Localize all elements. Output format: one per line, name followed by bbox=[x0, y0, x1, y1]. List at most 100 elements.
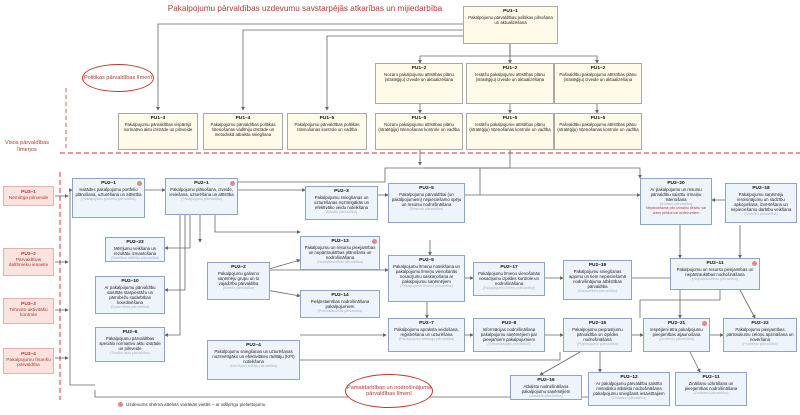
task-id: PU1–5 bbox=[590, 116, 606, 121]
task-note: (Sadarbības pārvaldība) bbox=[110, 305, 150, 309]
task-text: Ar pakalpojumu un resursu pārvaldību sai… bbox=[650, 187, 702, 202]
task-note: (Zināšanu pārvaldība) bbox=[693, 391, 729, 395]
side-tab-id: PU3–4 bbox=[21, 352, 36, 357]
task-id: PU2–2 bbox=[231, 265, 246, 270]
side-tab-pu3-2: PU3–2 Pārvaldības dalībnieku iesaiste bbox=[3, 248, 54, 276]
legend-text: Uzdevums shēmā attēlots vairākās vietās … bbox=[126, 402, 266, 407]
task-note-red: Nepieciešams pēc izmaiņu tiesību vai vid… bbox=[646, 206, 706, 215]
task-id: PU1–5 bbox=[502, 116, 518, 121]
task-pu2-6: PU2–6 Pakalpojumu pārvaldības speciālo n… bbox=[95, 327, 165, 362]
task-id: PU2–6 bbox=[122, 330, 138, 335]
agency-level-label: Pamatdarbības un nodrošinājuma pārvaldīb… bbox=[347, 384, 431, 397]
task-pu2-20: PU2–20 Ar pakalpojumu un resursu pārvald… bbox=[640, 178, 712, 225]
task-text: Iestādes pakalpojumu portfelio plānošana… bbox=[75, 187, 142, 197]
task-pu1-4: PU1–4 Pakalpojumu pārvaldības politikas … bbox=[203, 113, 283, 150]
task-pu2-19: PU2–19 Pakalpojumu sniegšanas apjomu un … bbox=[563, 260, 632, 300]
task-pu2-4: PU2–4 Pakalpojumu sniegšanas un uzturēša… bbox=[207, 340, 300, 380]
task-id: PU1–5 bbox=[319, 116, 335, 121]
task-id: PU2–5 bbox=[419, 186, 434, 191]
side-tab-text: Tehnoto aktivitāšu kontrole bbox=[9, 307, 48, 319]
repeated-task-dot bbox=[752, 261, 757, 266]
task-id: PU1–4 bbox=[235, 116, 251, 121]
task-note: (Nepārtrauktības pārvaldība) bbox=[692, 277, 738, 281]
task-pu2-8: PU2–8 Informācijas nodrošināšana pakalpo… bbox=[473, 318, 545, 352]
legend-dot bbox=[118, 402, 123, 407]
side-tab-pu3-4: PU3–4 Pakalpojumu finanšu pārvaldība bbox=[3, 348, 54, 374]
task-id: PU2–22 bbox=[751, 321, 769, 326]
task-id: PU1–1 bbox=[503, 9, 518, 14]
task-pu1-2-municipality: PU1–2 Pašvaldību pakalpojumu attīstības … bbox=[554, 63, 642, 104]
task-text: Mērījumu veikšana un rezultātu izmantoša… bbox=[113, 246, 157, 256]
task-text: Iespējami ātra pakalpojumu pieejamības a… bbox=[650, 327, 703, 337]
task-id: PU2–20 bbox=[667, 181, 685, 186]
task-text: Pakalpojumu līmeņu vienošanās nosacījumu… bbox=[478, 271, 540, 286]
side-tab-id: PU3–2 bbox=[21, 252, 36, 257]
task-id: PU2–1 bbox=[194, 181, 209, 186]
task-text: Nozaru pakalpojumu attīstības plānu (str… bbox=[378, 122, 460, 132]
task-note: (Kapacitātes pārvaldība) bbox=[578, 289, 617, 293]
task-text: Pakalpojumu un resursu pieejamības un ne… bbox=[304, 245, 376, 260]
side-tab-id: PU3–3 bbox=[21, 302, 36, 307]
task-id: PU2–18 bbox=[752, 186, 770, 191]
task-text: Pakalpojumu pieprasījumu pārvaldība un i… bbox=[572, 327, 623, 342]
task-pu2-3: PU2–3 Pakalpojumu sniegšanas un uzturēša… bbox=[305, 186, 378, 220]
task-text: Atbalsta nodrošināšana pakalpojumu saņēm… bbox=[521, 384, 571, 394]
task-pu2-14: PU2–14 Pieķļūstamības nodrošināšana paka… bbox=[300, 290, 380, 318]
task-pu2-11: PU2–11 Pakalpojumu un resursu pieejamība… bbox=[670, 258, 760, 290]
task-pu1-3: PU1–3 Pakalpojumu pārvaldības vispārējo … bbox=[118, 113, 198, 150]
task-text: Iestāžu pakalpojumu attīstības plānu (st… bbox=[469, 122, 551, 132]
task-text: Pakalpojumu pārvaldības politikas pilnoš… bbox=[468, 15, 553, 25]
repeated-task-dot bbox=[372, 239, 377, 244]
task-text: Pieķļūstamības nodrošināšana pakalpojumi… bbox=[310, 299, 370, 309]
task-note: (Tiesību aktu pārvaldība) bbox=[110, 351, 150, 355]
side-tab-text: Pakalpojumu finanšu pārvaldība bbox=[6, 357, 51, 369]
diagram-title: Pakalpojumu pārvaldības uzdevumu savstar… bbox=[167, 4, 443, 13]
task-id: PU2–17 bbox=[500, 265, 518, 270]
task-note: (Resursu pārvaldība) bbox=[409, 207, 444, 211]
task-id: PU1–3 bbox=[150, 116, 166, 121]
task-pu2-12: PU2–12 Ar pakalpojumu pārvaldību saistīt… bbox=[588, 372, 670, 406]
task-id: PU1–5 bbox=[411, 116, 427, 121]
task-note: (Pakalpojumu līmeņu pārvaldība) bbox=[482, 286, 536, 290]
task-id: PU2–7 bbox=[419, 321, 434, 326]
task-pu1-5-sector: PU1–5 Nozaru pakalpojumu attīstības plān… bbox=[375, 113, 463, 150]
task-text: Iestāžu pakalpojumu attīstības plānu (st… bbox=[475, 72, 545, 82]
task-text: Pakalpojumu un resursu pieejamības un ne… bbox=[676, 267, 754, 277]
task-id: PU2–1 bbox=[101, 181, 116, 186]
task-pu2-22: PU2–22 Pakalpojumu pieejamības pārtrauku… bbox=[723, 318, 797, 352]
task-text: Pakalpojumu pārvaldības vispārējo normat… bbox=[123, 122, 193, 132]
task-id: PU2–11 bbox=[706, 261, 724, 266]
task-note: (Sūdzību pārvaldība) bbox=[744, 212, 778, 216]
task-id: PU2–4 bbox=[246, 343, 261, 348]
task-pu1-5-municipality: PU1–5 Pašvaldību pakalpojumu attīstības … bbox=[554, 113, 642, 150]
task-pu2-9: PU2–9 Pakalpojumu līmeņu noteikšana un p… bbox=[388, 255, 465, 302]
task-note: (Kanālu pārvaldība) bbox=[325, 210, 358, 214]
task-id: PU2–10 bbox=[121, 279, 139, 284]
task-id: PU2–12 bbox=[620, 375, 638, 380]
task-text: Informācijas nodrošināšana pakalpojumu s… bbox=[480, 327, 538, 342]
task-pu2-7: PU2–7 Pakalpojumu apraksta veidošana, re… bbox=[388, 318, 465, 352]
task-pu2-5: PU2–5 Pakalpojumu pārvaldībai (un pakalp… bbox=[388, 183, 465, 223]
task-text: Pakalpojumu sniegšanas apjomu un tiem ne… bbox=[568, 269, 627, 289]
task-pu1-5-policy: PU1–5 Pakalpojumu pārvaldības politikas … bbox=[287, 113, 367, 150]
task-text: Ar pakalpojumu pārvaldību saistītās star… bbox=[104, 285, 156, 305]
task-id: PU2–16 bbox=[537, 378, 555, 383]
legend: Uzdevums shēmā attēlots vairākās vietās … bbox=[118, 402, 265, 407]
task-pu1-5-institution: PU1–5 Iestāžu pakalpojumu attīstības plā… bbox=[466, 113, 554, 150]
task-id: PU2–9 bbox=[419, 258, 434, 263]
task-text: Pakalpojumu pārvaldības politikas īsteno… bbox=[210, 122, 276, 137]
task-note: (Incidentu pārvaldība) bbox=[659, 337, 694, 341]
task-pu1-2-institution: PU1–2 Iestāžu pakalpojumu attīstības plā… bbox=[466, 63, 554, 104]
task-note: (Pakalpojumu pārvaldība) bbox=[181, 197, 222, 201]
task-note: (Piekļūstamības pārvaldība) bbox=[317, 309, 363, 313]
side-tab-id: PU3–1 bbox=[21, 190, 36, 195]
task-id: PU2–23 bbox=[126, 240, 144, 245]
task-text: Pakalpojumu plānošana, izveide, ieviešan… bbox=[169, 187, 234, 197]
task-note: (Problēmu pārvaldība) bbox=[742, 342, 778, 346]
all-levels-label: Visos pārvaldības līmeņos bbox=[4, 140, 50, 153]
task-note: (Nepārtrauktības pārvaldība) bbox=[317, 260, 363, 264]
separator-lines bbox=[59, 88, 800, 400]
side-tab-pu3-1: PU3–1 Nemitīga pilnveide bbox=[3, 186, 54, 206]
task-text: Pakalpojumu sniegšanas un uzturēšanas no… bbox=[314, 195, 369, 210]
